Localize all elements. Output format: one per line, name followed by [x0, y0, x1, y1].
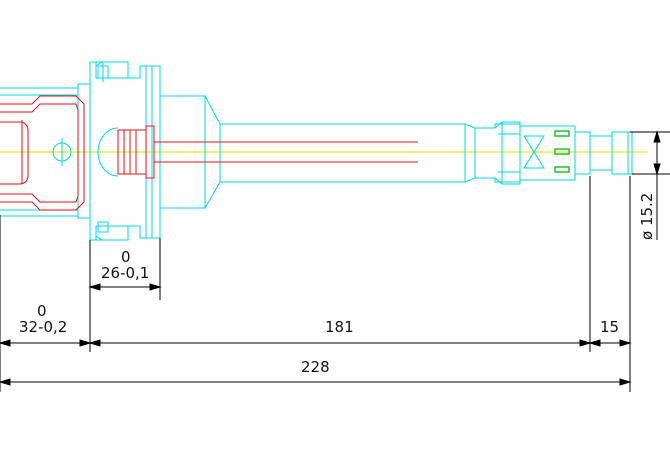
nut-outline [494, 121, 521, 185]
collar-tolerance-upper: 0 [121, 248, 131, 266]
bore-arc [97, 127, 119, 177]
collar-dimension: 26-0,1 [101, 264, 149, 282]
collet-markers [554, 130, 570, 173]
overall-length-dimension: 228 [301, 358, 330, 376]
internal-detail [0, 95, 418, 211]
pull-stud [117, 125, 155, 179]
flange-outline [89, 61, 161, 241]
shank-length-dimension: 181 [325, 318, 354, 336]
tool-tip-outline [590, 131, 633, 175]
tip-length-dimension: 15 [600, 318, 619, 336]
tip-diameter-dimension: ø 15.2 [638, 193, 656, 240]
clamp-body [0, 95, 85, 211]
dimension-lines [0, 130, 670, 392]
taper-tolerance-upper: 0 [37, 302, 47, 320]
holder-outline [0, 61, 633, 241]
collet-cross [523, 135, 545, 169]
taper-dimension: 32-0,2 [19, 318, 67, 336]
